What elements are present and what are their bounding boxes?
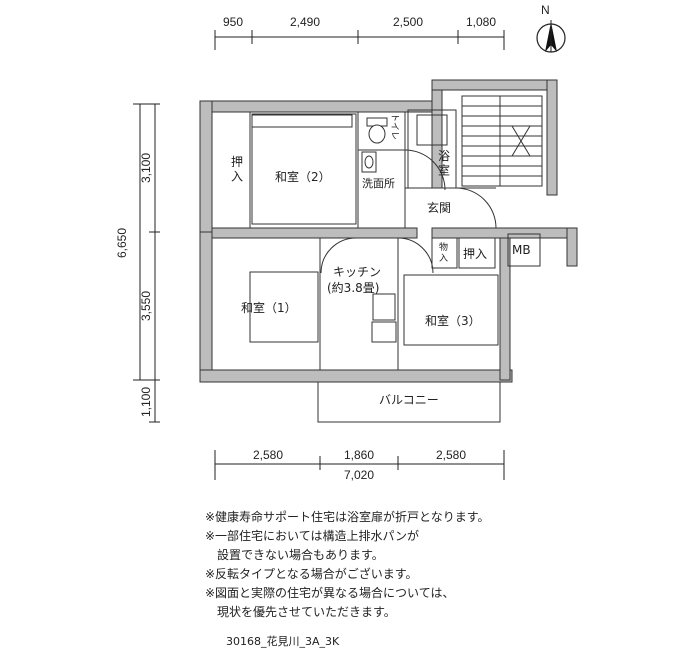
dim-bottom-2: 1,860: [344, 448, 374, 462]
room-mono-line: 物: [439, 241, 448, 253]
dim-left-3: 1,100: [139, 387, 153, 417]
room-oshiire-1-line1-2: 入: [231, 169, 243, 183]
compass-label: N: [541, 3, 550, 17]
stairs: [461, 95, 543, 187]
room-yokushitsu-label: 浴室: [438, 149, 450, 177]
room-oshiire-2-label: 押入: [463, 247, 487, 261]
dim-left-2: 3,550: [139, 291, 153, 321]
room-mb-label: MB: [512, 243, 531, 257]
room-washitsu-1-label: 和室（1）: [241, 300, 297, 315]
room-oshiire-1-line1: 押: [231, 155, 243, 169]
dim-top-3: 2,500: [393, 15, 423, 29]
interior-lines: [249, 109, 541, 423]
note-2: ※一部住宅においては構造上排水パンが 設置できない場合もあります。: [205, 529, 420, 562]
note-1: ※健康寿命サポート住宅は浴室扉が折戸となります。: [205, 510, 490, 524]
room-yokushitsu-line-2: 室: [438, 162, 450, 177]
dim-top-4: 1,080: [466, 15, 496, 29]
plan-code: 30168_花見川_3A_3K: [226, 635, 340, 648]
room-oshiire-1-label: 押入: [231, 155, 243, 183]
note-3: ※反転タイプとなる場合がございます。: [205, 567, 418, 581]
door-swings: [320, 149, 497, 274]
dim-top-2: 2,490: [290, 15, 320, 29]
toilet-icon: [366, 117, 388, 144]
room-washitsu-2-label: 和室（2）: [275, 169, 331, 184]
north-compass-icon: [536, 20, 566, 53]
dim-bottom-1: 2,580: [253, 448, 283, 462]
room-yokushitsu-line: 浴: [438, 149, 450, 163]
note-4: ※図面と実際の住宅が異なる場合については、 現状を優先させていただきます。: [205, 586, 455, 619]
room-senmenjo-label: 洗面所: [362, 177, 395, 190]
room-washitsu-3-label: 和室（3）: [425, 313, 481, 328]
notes: ※健康寿命サポート住宅は浴室扉が折戸となります。 ※一部住宅においては構造上排水…: [205, 508, 685, 622]
top-dimension-line: [214, 30, 505, 50]
dim-top-1: 950: [223, 15, 243, 29]
bottom-dimension-line: [214, 450, 505, 480]
dim-bottom-total: 7,020: [344, 468, 374, 482]
dim-left-total: 6,650: [115, 228, 129, 258]
walls: [199, 79, 578, 383]
room-mono-line-2: 入: [439, 253, 448, 264]
dim-bottom-3: 2,580: [436, 448, 466, 462]
room-balcony-label: バルコニー: [379, 393, 439, 407]
room-kitchen-label: キッチン: [333, 265, 381, 279]
dim-left-1: 3,100: [139, 153, 153, 183]
sink-icon: [361, 151, 377, 173]
room-mono-label: 物入: [439, 241, 448, 264]
left-dimension-lines: [133, 103, 160, 423]
room-genkan-label: 玄関: [427, 200, 451, 215]
room-kitchen-size-label: (約3.8畳): [327, 280, 379, 295]
room-toilet-label: トイレ: [389, 113, 399, 140]
